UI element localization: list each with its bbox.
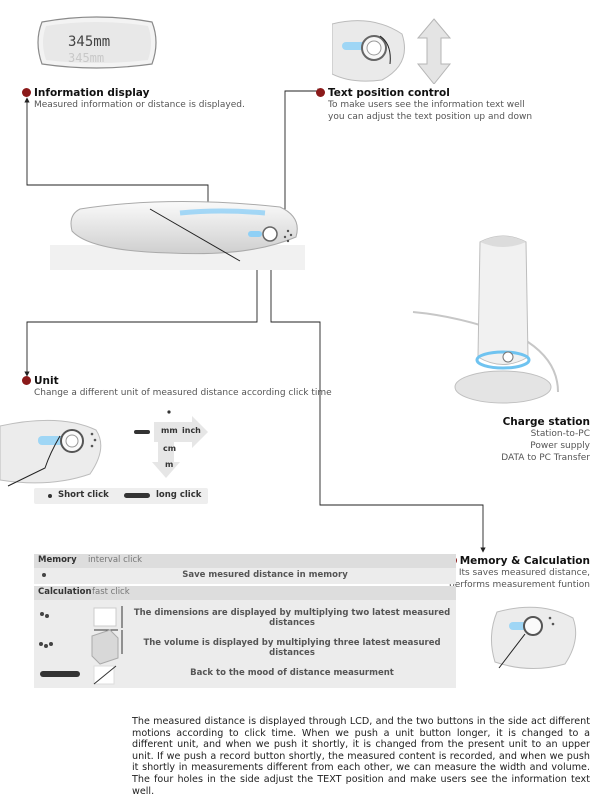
memory-row: Save mesured distance in memory: [34, 568, 456, 584]
calculation-rows: The dimensions are displayed by multiply…: [34, 600, 456, 688]
up-down-arrow-icon: [416, 18, 452, 84]
charge-station-line-2: Power supply: [530, 441, 590, 451]
lcd-display: 345mm 345mm: [36, 14, 158, 70]
memory-calc-desc-1: Its saves measured distance,: [458, 568, 590, 578]
click-legend: Short click long click: [34, 488, 208, 504]
unit-arrows-image: [134, 410, 208, 478]
short-click-dot-icon: [42, 573, 46, 577]
text-position-title: Text position control: [328, 87, 450, 99]
charge-station-title: Charge station: [502, 416, 590, 428]
unit-m-label: m: [165, 460, 174, 469]
info-display-desc: Measured information or distance is disp…: [34, 100, 245, 110]
unit-cycle-diagram: mm inch cm m: [132, 404, 212, 479]
memory-mode: interval click: [88, 555, 143, 565]
charge-station-line-3: DATA to PC Transfer: [501, 453, 590, 463]
unit-cm-label: cm: [163, 444, 177, 453]
bullet-dot-icon: [22, 376, 31, 385]
unit-mm-label: mm: [161, 426, 178, 435]
calculation-row-3: Back to the mood of distance measurment: [190, 668, 394, 678]
memory-calc-callout: Memory & Calculation Its saves measured …: [440, 555, 590, 591]
calculation-row-2: The volume is displayed by multiplying t…: [143, 638, 441, 658]
lcd-shell-image: [37, 16, 157, 69]
long-click-label: long click: [156, 490, 202, 500]
memory-calc-desc-2: performs measurement funtion: [449, 580, 590, 590]
long-click-bar-icon: [124, 493, 150, 498]
unit-inch-label: inch: [182, 426, 201, 435]
memory-row-text: Save mesured distance in memory: [182, 570, 348, 580]
info-display-title: Information display: [34, 87, 150, 99]
short-click-label: Short click: [58, 490, 109, 500]
memory-calc-title: Memory & Calculation: [459, 555, 590, 567]
calculation-mode: fast click: [92, 587, 130, 597]
text-position-desc-2: you can adjust the text position up and …: [328, 112, 533, 122]
calculation-label: Calculation: [38, 587, 92, 597]
unit-button-image: [0, 419, 102, 487]
unit-desc: Change a different unit of measured dist…: [34, 388, 332, 398]
info-display-callout: Information display Measured information…: [22, 87, 245, 111]
calculation-header: Calculation fast click: [34, 586, 456, 600]
text-position-desc-1: To make users see the information text w…: [328, 100, 525, 110]
description-paragraph: The measured distance is displayed throu…: [132, 716, 590, 797]
calculation-row-1: The dimensions are displayed by multiply…: [133, 608, 451, 628]
dimension-square-icon: [93, 606, 123, 631]
text-position-image: [332, 18, 452, 84]
lcd-reading: 345mm: [68, 34, 111, 50]
memory-label: Memory: [38, 555, 77, 565]
device-main-image: [50, 200, 305, 270]
charge-station-image: [412, 235, 559, 404]
charge-station-callout: Charge station Station-to-PC Power suppl…: [440, 416, 590, 464]
bullet-dot-icon: [316, 88, 325, 97]
diagonal-distance-icon: [93, 665, 117, 685]
unit-callout: Unit Change a different unit of measured…: [22, 375, 332, 399]
volume-cube-icon: [91, 629, 123, 665]
calculation-icons: [39, 606, 123, 685]
charge-station-line-1: Station-to-PC: [530, 429, 590, 439]
lcd-reading-reflection: 345mm: [68, 51, 105, 65]
short-click-dot-icon: [48, 494, 52, 498]
memory-header: Memory interval click: [34, 554, 456, 568]
memory-button-image: [491, 606, 577, 670]
unit-title: Unit: [34, 375, 59, 387]
bullet-dot-icon: [22, 88, 31, 97]
text-position-callout: Text position control To make users see …: [316, 87, 532, 123]
